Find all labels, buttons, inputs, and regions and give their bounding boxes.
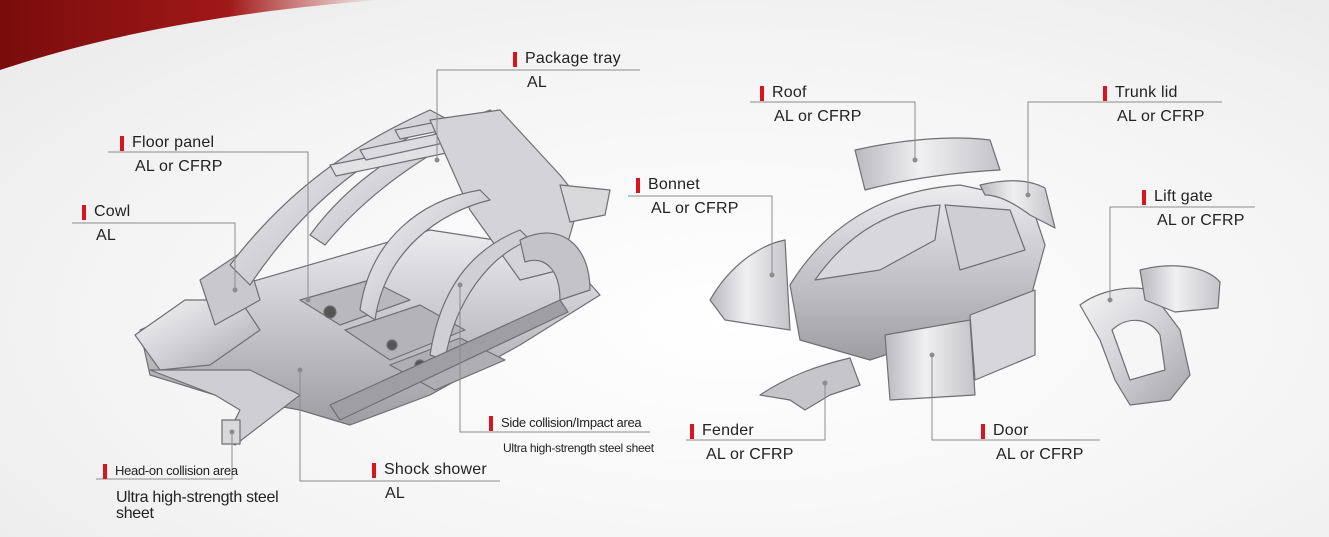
callout-side-collision: Side collision/Impact area Ultra high-st… [489,414,654,457]
callout-floor-panel: Floor panel AL or CFRP [120,134,223,176]
callout-material: AL or CFRP [651,200,739,217]
callout-fender: Fender AL or CFRP [690,422,794,464]
leader-fender [686,383,826,441]
callout-material: AL or CFRP [135,158,223,175]
callout-name: Roof [760,84,862,102]
callout-material: Ultra high-strength steel sheet [503,441,654,455]
callout-name: Cowl [82,203,130,221]
leader-trunk-lid [1027,101,1222,195]
callout-material: AL or CFRP [1117,108,1205,125]
callout-name: Trunk lid [1103,84,1205,102]
callout-lift-gate: Lift gate AL or CFRP [1142,188,1245,230]
leader-bonnet [628,195,773,275]
closures-illustration [709,137,1221,411]
leader-door [931,355,1100,441]
callout-material: AL [96,227,116,244]
leader-package-tray [436,69,640,160]
callout-material: AL [385,485,405,502]
callout-bonnet: Bonnet AL or CFRP [636,176,739,218]
callout-head-on: Head-on collision area Ultra high-streng… [103,462,286,522]
callout-package-tray: Package tray AL [513,50,621,92]
leader-dots [229,157,1113,435]
callout-material: Ultra high-strength steel sheet [116,489,279,522]
callout-name: Package tray [513,50,621,68]
callout-door: Door AL or CFRP [981,422,1084,464]
callout-name: Door [981,422,1084,440]
leader-side-collision [459,285,650,433]
callout-material: AL or CFRP [706,446,794,463]
leader-roof [750,101,916,160]
callout-material: AL or CFRP [996,446,1084,463]
callout-name: Shock shower [372,461,487,479]
callout-material: AL or CFRP [774,108,862,125]
leader-lines [72,69,1255,482]
callout-name: Head-on collision area [103,462,286,480]
callout-name: Fender [690,422,794,440]
callout-name: Floor panel [120,134,223,152]
leader-lift-gate [1109,206,1255,300]
callout-shock-shower: Shock shower AL [372,461,487,503]
leader-cowl [72,222,236,290]
leader-shock-shower [299,370,500,482]
callout-name: Bonnet [636,176,739,194]
leader-floor-panel [108,151,309,300]
callout-material: AL or CFRP [1157,212,1245,229]
body-in-white-illustration [134,109,611,446]
callout-name: Lift gate [1142,188,1245,206]
callout-trunk-lid: Trunk lid AL or CFRP [1103,84,1205,126]
header-banner [0,0,380,70]
callout-material: AL [527,74,547,91]
callout-roof: Roof AL or CFRP [760,84,862,126]
callout-name: Side collision/Impact area [489,414,654,432]
callout-cowl: Cowl AL [82,203,130,245]
